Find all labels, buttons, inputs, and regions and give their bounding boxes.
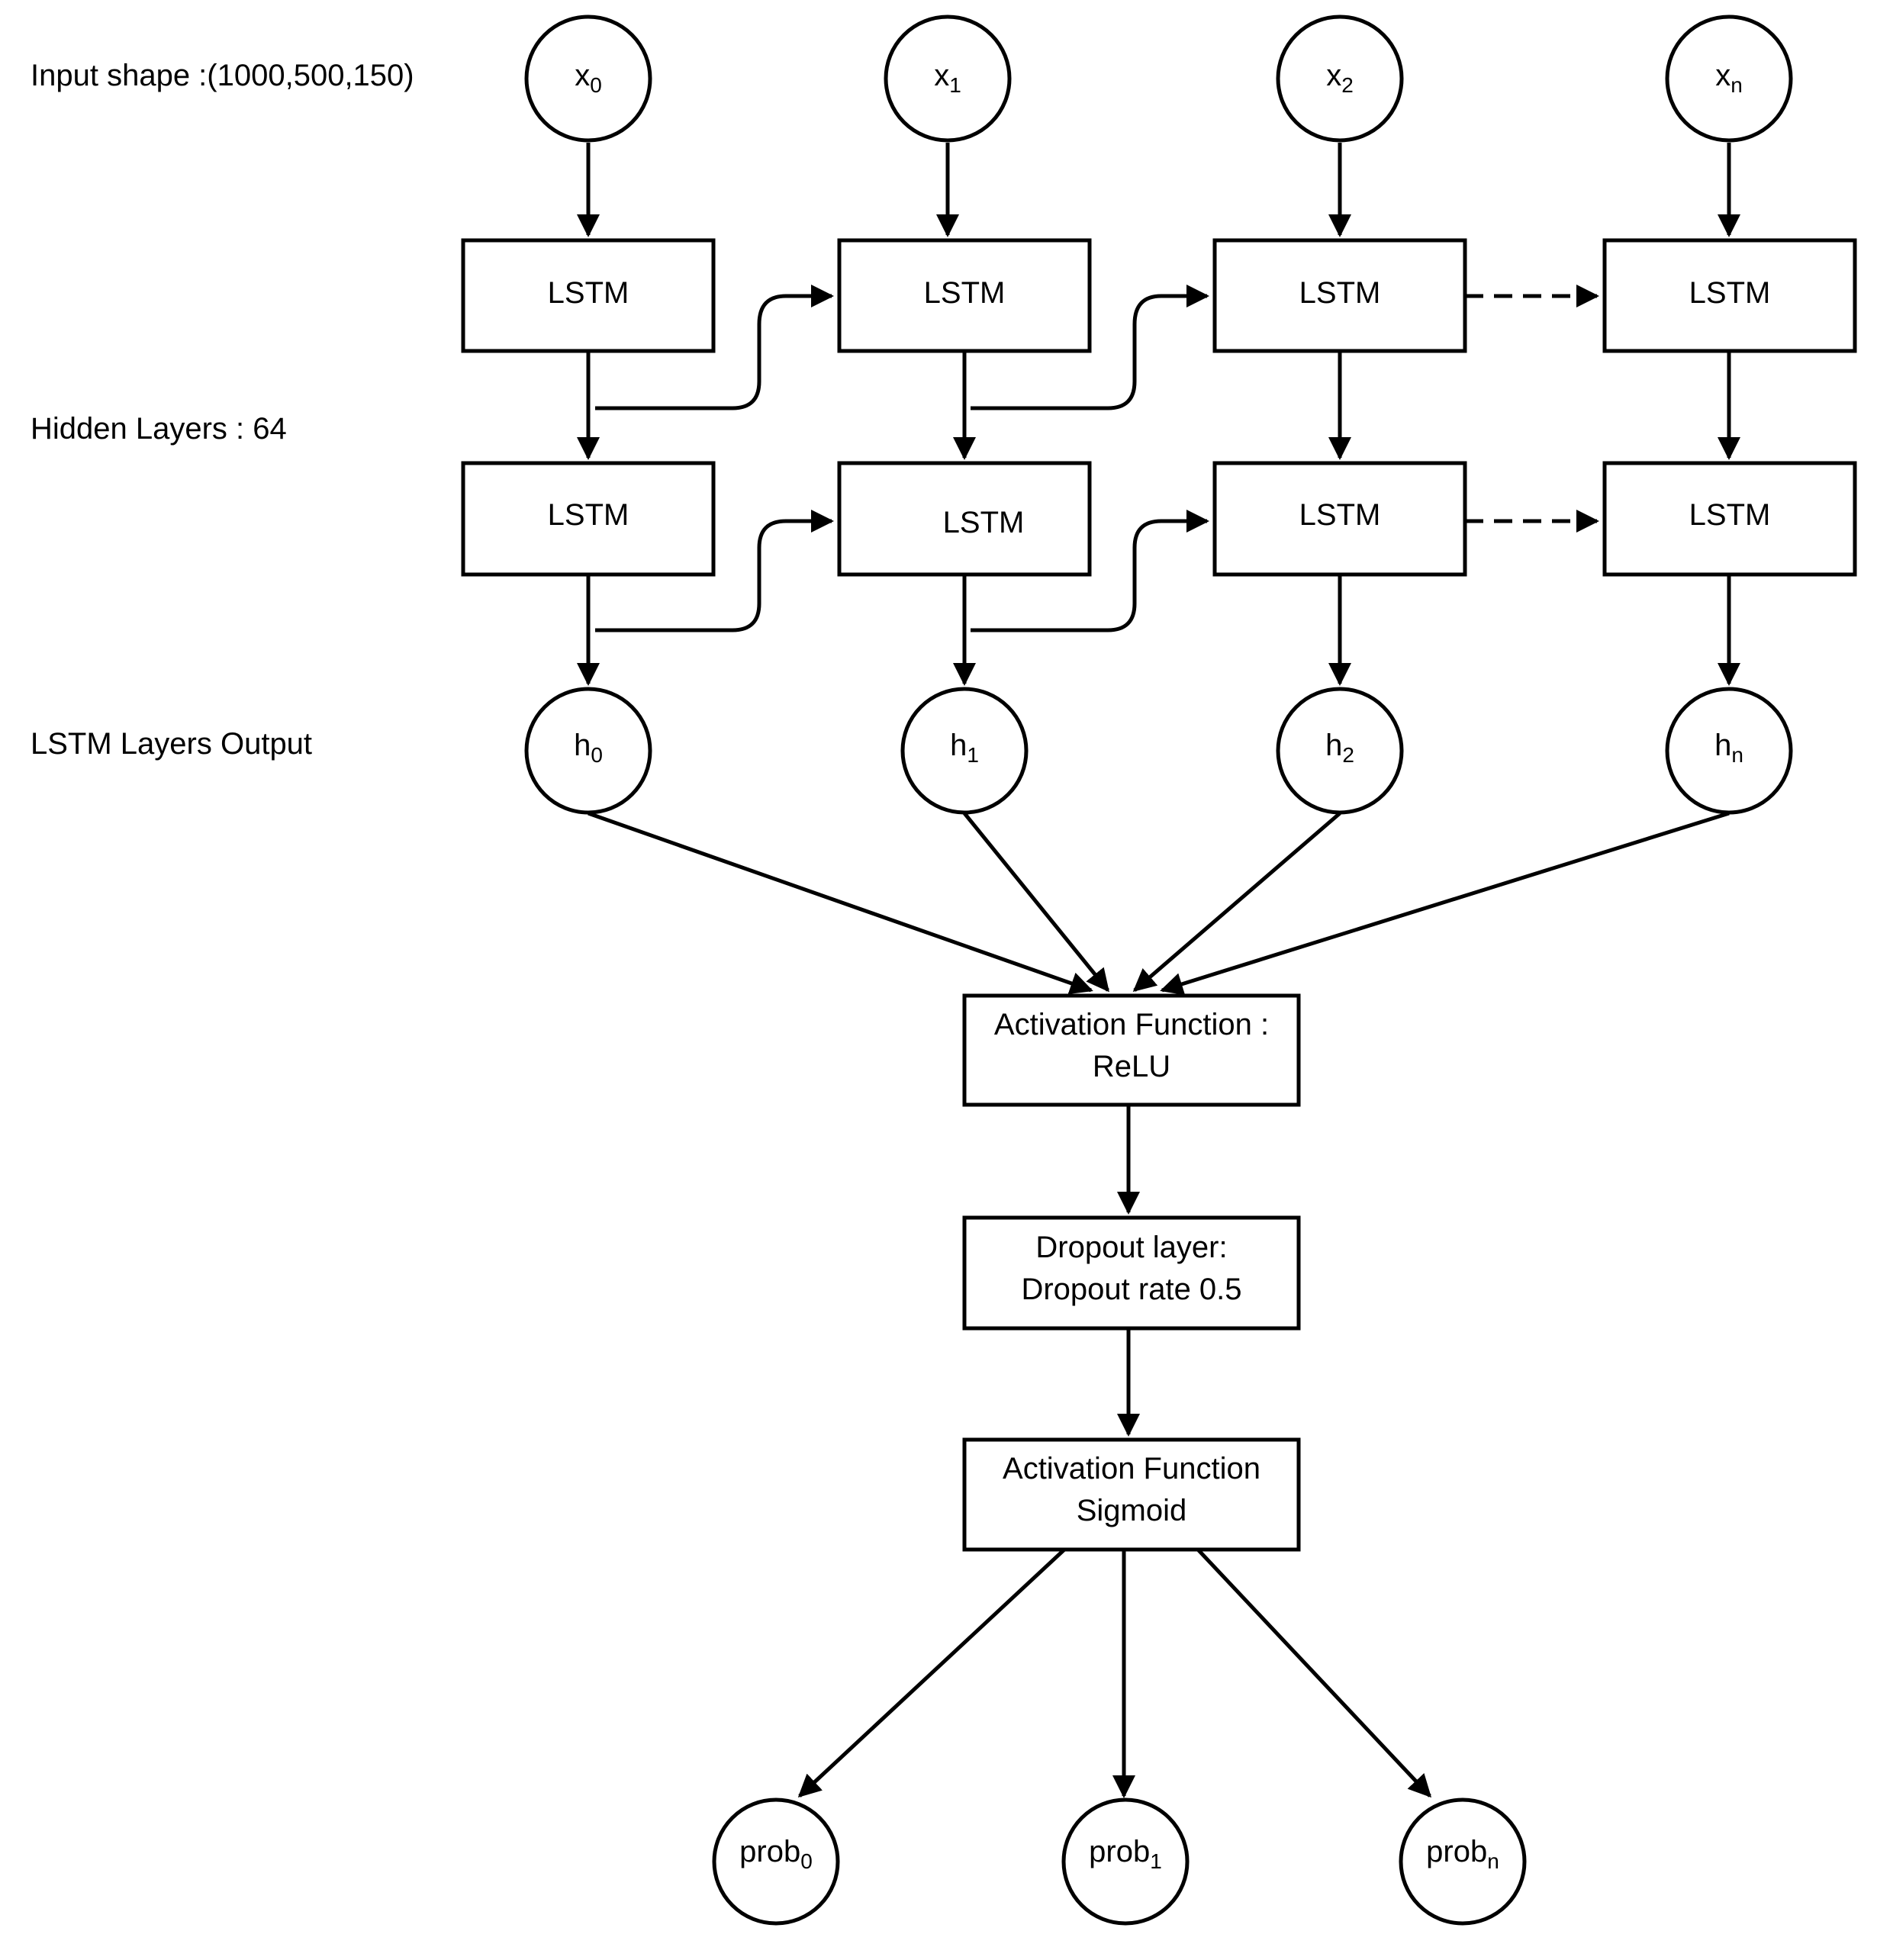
svg-text:h2: h2 [1325,729,1354,767]
svg-text:prob1: prob1 [1089,1835,1162,1873]
input-node-x2: x2 [1276,14,1404,143]
svg-text:LSTM: LSTM [1689,276,1771,310]
svg-text:LSTM: LSTM [548,276,629,310]
svg-text:x2: x2 [1326,59,1354,97]
edges [577,143,1740,1798]
svg-text:Activation Function :: Activation Function : [994,1008,1269,1041]
output-node-hn: hn [1665,687,1793,815]
svg-text:Activation Function: Activation Function [1003,1452,1260,1485]
hidden-layers-label: Hidden Layers : 64 [31,412,287,446]
lstm-cell-r2-c1: LSTM [837,461,1092,577]
svg-text:prob0: prob0 [739,1835,813,1873]
edge-sigmoid-probn [1196,1548,1432,1798]
input-node-x0: x0 [524,14,652,143]
svg-text:xn: xn [1715,59,1743,97]
dropout-layer-box: Dropout layer: Dropout rate 0.5 [962,1215,1301,1331]
lstm-cell-r2-c3: LSTM [1602,461,1857,577]
side-labels: Input shape :(1000,500,150) Hidden Layer… [31,59,414,761]
svg-text:LSTM: LSTM [1689,498,1771,532]
svg-text:LSTM: LSTM [548,498,629,532]
output-nodes: h0 h1 h2 hn [524,687,1793,815]
svg-text:probn: probn [1426,1835,1499,1873]
lstm-row-2: LSTM LSTM LSTM LSTM [461,461,1857,577]
lstm-output-label: LSTM Layers Output [31,727,312,761]
edge-hn-relu [1160,811,1730,996]
activation-sigmoid-box: Activation Function Sigmoid [962,1437,1301,1552]
lstm-cell-r1-c1: LSTM [837,238,1092,353]
svg-text:x0: x0 [575,59,602,97]
svg-text:LSTM: LSTM [1299,498,1381,532]
svg-text:h1: h1 [950,729,979,767]
svg-text:LSTM: LSTM [924,276,1006,310]
svg-text:LSTM: LSTM [1299,276,1381,310]
probability-nodes: prob0 prob1 probn [712,1797,1527,1926]
edge-h1-relu [963,812,1109,993]
svg-text:hn: hn [1714,729,1743,767]
svg-text:ReLU: ReLU [1093,1050,1170,1083]
svg-text:h0: h0 [574,729,603,767]
edge-h0-relu [588,811,1093,995]
prob-node-0: prob0 [712,1797,840,1926]
edge-h2-relu [1132,812,1341,992]
svg-text:LSTM: LSTM [943,506,1025,539]
svg-text:Dropout rate 0.5: Dropout rate 0.5 [1021,1273,1241,1306]
input-node-xn: xn [1665,14,1793,143]
svg-text:Sigmoid: Sigmoid [1077,1494,1187,1527]
edge-recurrent-row1-0-1 [595,285,834,410]
output-node-h0: h0 [524,687,652,815]
input-nodes: x0 x1 x2 xn [524,14,1793,143]
input-node-x1: x1 [884,14,1012,143]
lstm-cell-r1-c3: LSTM [1602,238,1857,353]
edge-sigmoid-prob0 [797,1548,1066,1798]
svg-text:x1: x1 [934,59,961,97]
lstm-cell-r1-c2: LSTM [1212,238,1467,353]
input-shape-label: Input shape :(1000,500,150) [31,59,414,92]
edge-recurrent-row1-1-2 [971,285,1209,410]
lstm-row-1: LSTM LSTM LSTM LSTM [461,238,1857,353]
activation-relu-box: Activation Function : ReLU [962,993,1301,1107]
svg-text:Dropout layer:: Dropout layer: [1035,1231,1227,1264]
edge-recurrent-row2-1-2 [971,510,1209,632]
prob-node-n: probn [1399,1797,1527,1926]
edge-recurrent-row2-0-1 [595,510,834,632]
output-node-h1: h1 [900,687,1029,815]
lstm-cell-r2-c2: LSTM [1212,461,1467,577]
prob-node-1: prob1 [1061,1797,1190,1926]
lstm-cell-r2-c0: LSTM [461,461,716,577]
output-node-h2: h2 [1276,687,1404,815]
lstm-cell-r1-c0: LSTM [461,238,716,353]
